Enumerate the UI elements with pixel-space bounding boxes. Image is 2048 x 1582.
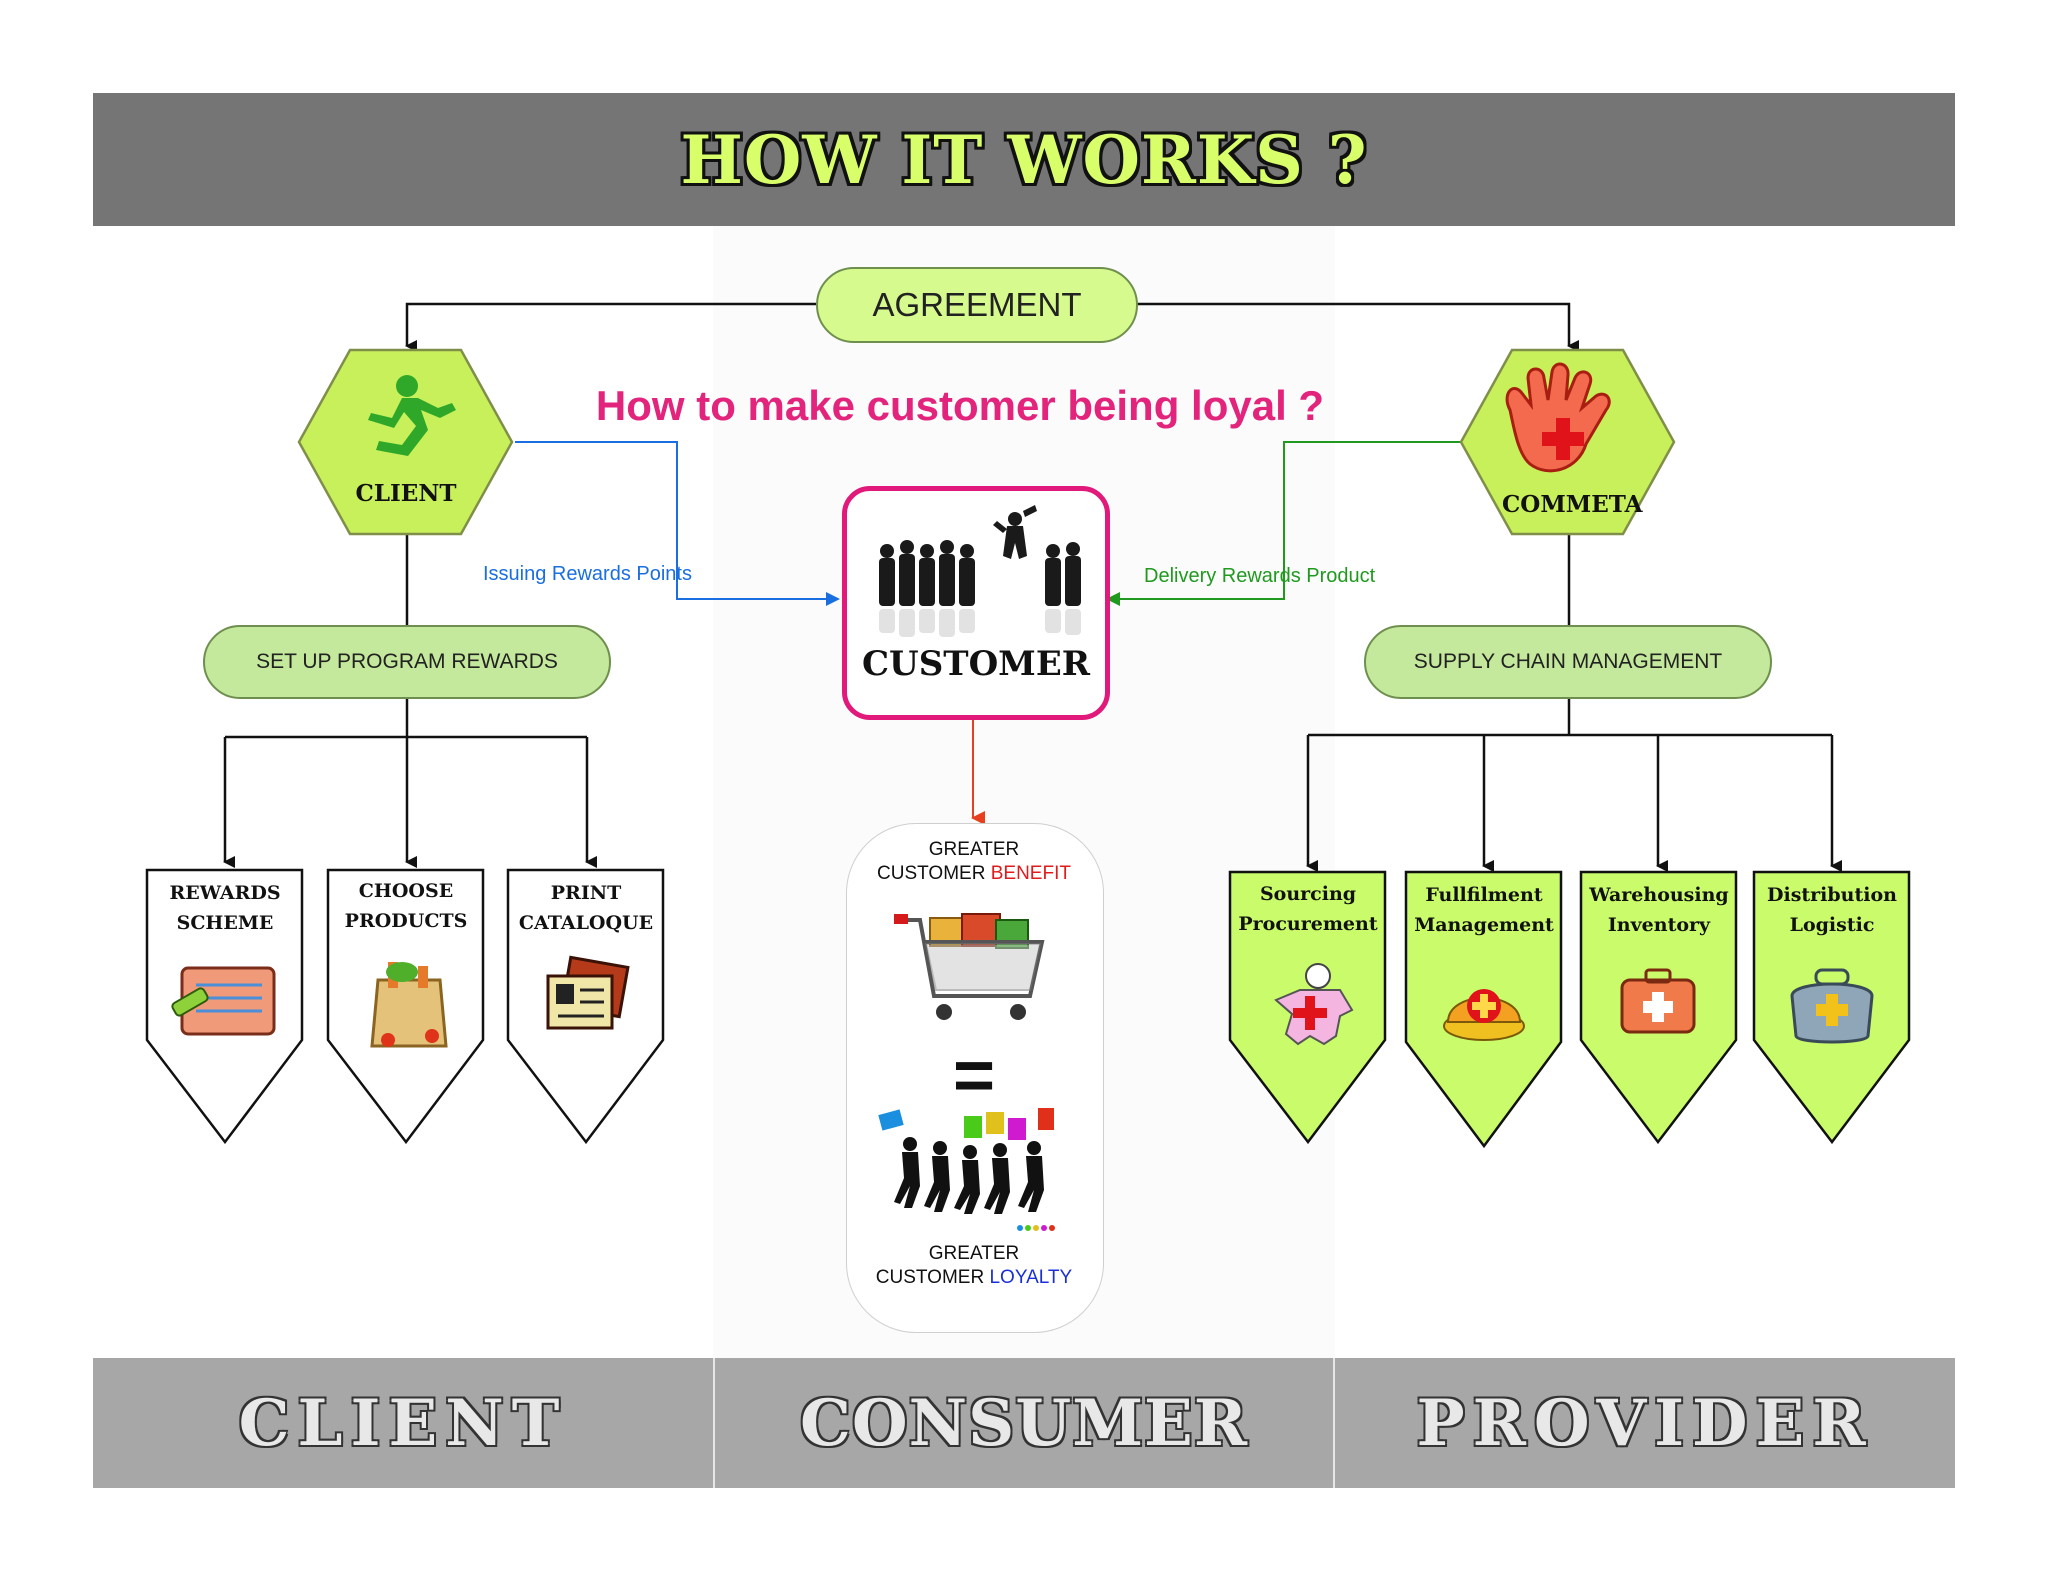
rewards-scheme-line1: REWARDS <box>169 882 281 904</box>
setup-program-rewards-pill[interactable]: SET UP PROGRAM REWARDS <box>203 625 611 699</box>
customer-node[interactable] <box>842 486 1110 720</box>
fullfilment-management-label: Fullfilment Management <box>1406 880 1562 940</box>
header-band <box>93 93 1955 226</box>
benefit-line2: CUSTOMER BENEFIT <box>824 862 1124 886</box>
sourcing-line2: Procurement <box>1238 913 1378 935</box>
distribution-line1: Distribution <box>1767 884 1897 906</box>
benefit-prefix: CUSTOMER <box>877 863 991 884</box>
rewards-scheme-label: REWARDS SCHEME <box>150 878 300 938</box>
page-title: HOW IT WORKS ? <box>680 120 1368 199</box>
choose-products-label: CHOOSE PRODUCTS <box>331 876 481 936</box>
sourcing-line1: Sourcing <box>1259 883 1357 905</box>
benefit-line1: GREATER <box>928 839 1020 860</box>
distribution-line2: Logistic <box>1789 914 1875 936</box>
sourcing-procurement-label: Sourcing Procurement <box>1230 879 1386 939</box>
fullfilment-line2: Management <box>1414 914 1554 936</box>
client-node-label: CLIENT <box>355 480 457 507</box>
footer-divider-1 <box>713 1358 715 1488</box>
footer-provider: PROVIDER <box>1335 1358 1955 1488</box>
people-flags-icon <box>878 1108 1055 1231</box>
warehousing-line1: Warehousing <box>1589 884 1729 906</box>
loyalty-caption: GREATER CUSTOMER LOYALTY <box>824 1242 1124 1290</box>
issuing-flow-label: Issuing Rewards Points <box>483 563 692 585</box>
benefit-caption: GREATER CUSTOMER BENEFIT <box>824 838 1124 886</box>
customer-node-label: CUSTOMER <box>862 644 1090 684</box>
warehousing-line2: Inventory <box>1607 914 1711 936</box>
shopping-cart-icon <box>894 913 1045 1020</box>
person-cross-icon <box>1274 963 1354 1046</box>
loyalty-highlight: LOYALTY <box>989 1267 1073 1288</box>
loyalty-question: How to make customer being loyal ? <box>595 382 1325 429</box>
rewards-scheme-line2: SCHEME <box>176 912 274 934</box>
benefit-loyalty-panel <box>846 823 1104 1333</box>
provider-node-label: COMMETA <box>1502 491 1643 518</box>
equals-sign: = <box>952 1036 996 1116</box>
choose-products-line2: PRODUCTS <box>344 910 468 932</box>
print-catalogue-line2: CATALOQUE <box>518 912 654 934</box>
footer-consumer: CONSUMER <box>715 1358 1333 1488</box>
supply-chain-management-pill[interactable]: SUPPLY CHAIN MANAGEMENT <box>1364 625 1772 699</box>
notepad-pencil-icon <box>171 966 276 1036</box>
footer-divider-2 <box>1333 1358 1335 1488</box>
distribution-logistic-label: Distribution Logistic <box>1754 880 1910 940</box>
loyalty-prefix: CUSTOMER <box>875 1267 990 1288</box>
print-catalogue-label: PRINT CATALOQUE <box>511 878 661 938</box>
medical-bag-icon <box>1790 968 1874 1044</box>
issuing-flow-arrow <box>515 441 840 606</box>
loyalty-line1: GREATER <box>928 1243 1020 1264</box>
hand-cross-icon <box>1505 362 1611 473</box>
choose-products-line1: CHOOSE <box>358 880 454 902</box>
footer-client: CLIENT <box>93 1358 713 1488</box>
catalogue-cards-icon <box>546 955 630 1030</box>
warehousing-inventory-label: Warehousing Inventory <box>1581 880 1737 940</box>
crowd-silhouette-icon <box>879 505 1081 637</box>
fullfilment-line1: Fullfilment <box>1425 884 1543 906</box>
agreement-pill[interactable]: AGREEMENT <box>816 267 1138 343</box>
delivery-flow-label: Delivery Rewards Product <box>1144 565 1376 587</box>
helmet-cross-icon <box>1443 989 1525 1041</box>
agreement-to-client-line <box>405 302 816 352</box>
agreement-to-provider-line <box>1134 302 1579 352</box>
loyalty-line2: CUSTOMER LOYALTY <box>824 1266 1124 1290</box>
medical-kit-icon <box>1620 968 1696 1034</box>
delivery-flow-arrow <box>1106 441 1463 606</box>
benefit-highlight: BENEFIT <box>990 863 1071 884</box>
grocery-bag-icon <box>370 962 448 1048</box>
running-man-icon <box>368 375 456 456</box>
print-catalogue-line1: PRINT <box>550 882 622 904</box>
